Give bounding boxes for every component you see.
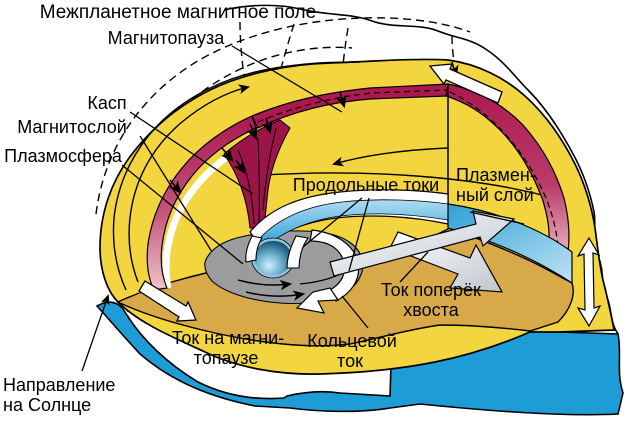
fac-ribbon	[245, 235, 263, 263]
leader-cross-tail	[399, 251, 429, 283]
cusp-striation	[262, 127, 277, 211]
label-magnetopause-current-1: Ток на магни-	[172, 328, 284, 348]
label-magnetopause: Магнитопауза	[108, 28, 226, 48]
field-aligned-current-ribbons	[245, 235, 309, 269]
imf-arc	[120, 46, 353, 313]
leader-fac-1	[302, 197, 363, 248]
fac-ribbon	[286, 235, 309, 269]
entry-arrow	[169, 179, 182, 194]
entry-arrow	[221, 147, 234, 162]
convection-arrows	[237, 279, 306, 301]
entry-arrows	[169, 61, 459, 194]
diagram-labels: Межпланетное магнитное поле Магнитопауза…	[3, 2, 536, 415]
label-magnetopause-current-2: топаузе	[194, 348, 259, 368]
inner-boundary-highlight	[162, 149, 236, 289]
field-line-cut	[247, 170, 561, 201]
ring-current-arrow	[295, 229, 360, 314]
leader-lines	[81, 45, 525, 372]
cusp-striation	[257, 137, 260, 225]
magnetopause-current-arrow-front	[138, 280, 197, 322]
leader-magnetopause	[231, 45, 343, 113]
cusp-funnel	[223, 119, 291, 229]
leader-plasma-sheet	[469, 211, 525, 225]
label-ring-current-2: ток	[337, 351, 363, 371]
label-cross-tail-1: Ток поперёк	[381, 280, 481, 300]
label-cross-tail-2: хвоста	[403, 300, 459, 320]
cross-tail-arrows	[329, 210, 516, 293]
leader-magnetosheath	[139, 135, 213, 253]
cusp-striation	[237, 149, 255, 225]
label-ring-current-1: Кольцевой	[307, 331, 397, 351]
cross-tail-current-arrow	[329, 210, 516, 277]
dayside-field-lines	[112, 61, 561, 291]
leader-cusp	[129, 111, 254, 195]
label-magnetosheath: Магнитослой	[17, 117, 127, 137]
label-sun-direction-2: на Солнце	[3, 395, 91, 415]
magnetopause-dash-right	[449, 91, 559, 249]
convection-arrow	[237, 279, 293, 291]
field-line-arc	[112, 61, 361, 291]
entry-arrow	[246, 123, 258, 141]
entry-arrow	[335, 91, 347, 109]
tail-face-closure-arrow	[576, 236, 602, 328]
label-sun-direction-1: Направление	[3, 375, 115, 395]
label-plasma-sheet-1: Плазмен-	[456, 165, 536, 185]
label-plasmasphere: Плазмосфера	[4, 146, 123, 166]
magnetopause-dash-top	[257, 89, 448, 123]
magnetopause-dashed-line	[257, 89, 559, 249]
leader-sun-direction	[81, 294, 110, 372]
label-cusp: Касп	[87, 93, 126, 113]
label-imf: Межпланетное магнитное поле	[40, 2, 316, 23]
leader-ring-current	[341, 295, 369, 329]
convection-arrow	[245, 290, 306, 301]
label-plasma-sheet-2: ный слой	[456, 185, 534, 205]
ring-current-arrowhead	[295, 287, 340, 314]
label-field-aligned-currents: Продольные токи	[293, 175, 439, 195]
leader-plasmasphere	[121, 164, 244, 265]
magnetopause-current-arrow-top	[428, 63, 503, 104]
field-line-arc	[128, 84, 251, 283]
imf-line	[451, 35, 455, 63]
imf-arc	[95, 17, 471, 215]
bottom-blue-region	[95, 301, 624, 416]
entry-arrow	[233, 159, 246, 174]
field-line-cut	[331, 147, 449, 167]
entry-arrow	[261, 117, 273, 135]
leader-fac-2	[348, 197, 370, 272]
